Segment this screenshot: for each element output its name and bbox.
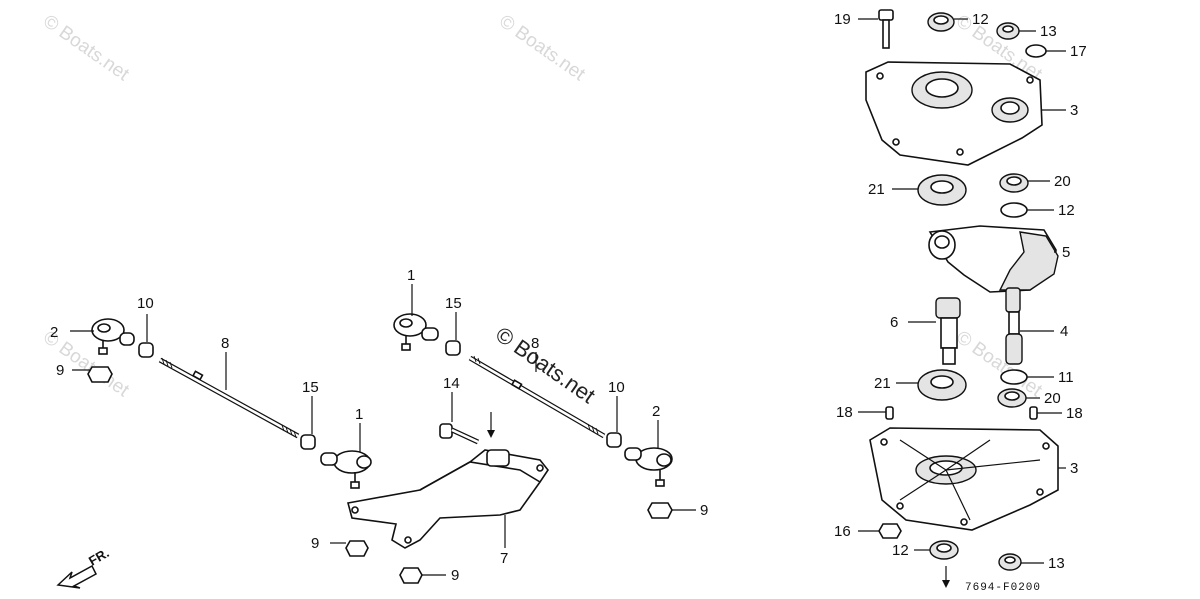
callout-17: 17 [1070,43,1087,60]
callout-9-right: 9 [700,502,708,519]
callout-10-left: 10 [137,295,154,312]
callout-2-left: 2 [50,324,58,341]
callout-11-top: 12 [1058,202,1075,219]
callout-18-left: 18 [836,404,853,421]
oil-seal-12-top [927,12,955,32]
callout-11-bottom: 11 [1058,369,1074,386]
callout-20-lower: 20 [1044,390,1061,407]
callout-6: 6 [890,314,898,331]
callout-8-left: 8 [221,335,229,352]
washer-16 [878,523,902,539]
callout-5: 5 [1062,244,1070,261]
bolt-19 [878,9,894,49]
watermark-center: © Boats.net [491,322,600,409]
callout-9-bottom-b: 9 [451,567,459,584]
nut-9-bottom-b [399,567,423,584]
bearing-20-bottom [997,388,1027,408]
bearing-21-top [917,174,967,206]
callout-3-bottom: 3 [1070,460,1078,477]
callout-1-left: 1 [355,406,363,423]
bearing-21-bottom [917,369,967,401]
nut-15-center [445,340,461,356]
nut-9-bottom-a [345,540,369,557]
ball-joint-1-left [320,450,372,489]
arrow-head-bracket [487,430,495,438]
washer-11-top [1000,202,1028,218]
nut-10-left [138,342,154,358]
callout-9-bottom-a: 9 [311,535,319,552]
callout-10-right: 10 [608,379,625,396]
callout-labels: 2 10 9 8 15 1 1 15 8 14 10 2 9 9 9 7 19 … [50,11,1087,584]
shaft-6 [935,297,961,365]
callout-19: 19 [834,11,851,28]
callout-12-bottom-label: 12 [892,542,909,559]
bearing-13-bottom [998,553,1022,571]
callout-18-right-label: 18 [1066,405,1083,422]
callout-4: 4 [1060,323,1068,340]
tie-rod-8-center [468,355,606,439]
oil-seal-12-bottom [929,540,959,560]
housing-cover-3-top [865,61,1043,166]
callout-9-left: 9 [56,362,64,379]
callout-12-top: 12 [972,11,989,28]
watermark-top-left: © Boats.net [39,11,133,86]
nut-15-left [300,434,316,450]
ball-joint-2-right [624,447,673,487]
leader-lines [70,18,1066,576]
callout-21-top: 21 [868,181,885,198]
callout-15-center: 15 [445,295,462,312]
bearing-13-top [996,22,1020,40]
nut-10-right [606,432,622,448]
sector-gear-5 [928,225,1059,293]
callout-20-top: 20 [1054,173,1071,190]
housing-3-bottom [869,427,1059,531]
arrow-head-housing [942,580,950,588]
callout-2-right: 2 [652,403,660,420]
diagram-code: 7694-F0200 [965,582,1041,594]
callout-13-bottom: 13 [1048,555,1065,572]
callout-7: 7 [500,550,508,567]
washer-11-bottom [1000,369,1028,385]
ball-joint-1-center [393,313,439,351]
bearing-20-top [999,173,1029,193]
ball-joint-2-left [91,318,135,355]
bracket-7 [347,449,549,549]
watermark-right: © Boats.net [952,327,1046,402]
worm-shaft-4 [1005,287,1023,365]
nut-9-left [87,366,113,383]
watermark-top-center: © Boats.net [495,11,589,86]
callout-1-center: 1 [407,267,415,284]
callout-16: 16 [834,523,851,540]
callout-14: 14 [443,375,460,392]
callout-3-top: 3 [1070,102,1078,119]
front-direction-arrow: FR. [56,545,112,589]
front-direction-label: FR. [86,545,112,568]
bolt-14 [439,423,480,445]
washer-17 [1025,44,1047,58]
callout-8-center: 8 [531,335,539,352]
callout-15-left: 15 [302,379,319,396]
dowel-pin-18-right [1029,406,1038,420]
callout-21-bottom: 21 [874,375,891,392]
dowel-pin-18-left [885,406,894,420]
tie-rod-8-left [158,357,300,439]
callout-13-top: 13 [1040,23,1057,40]
nut-9-right [647,502,673,519]
